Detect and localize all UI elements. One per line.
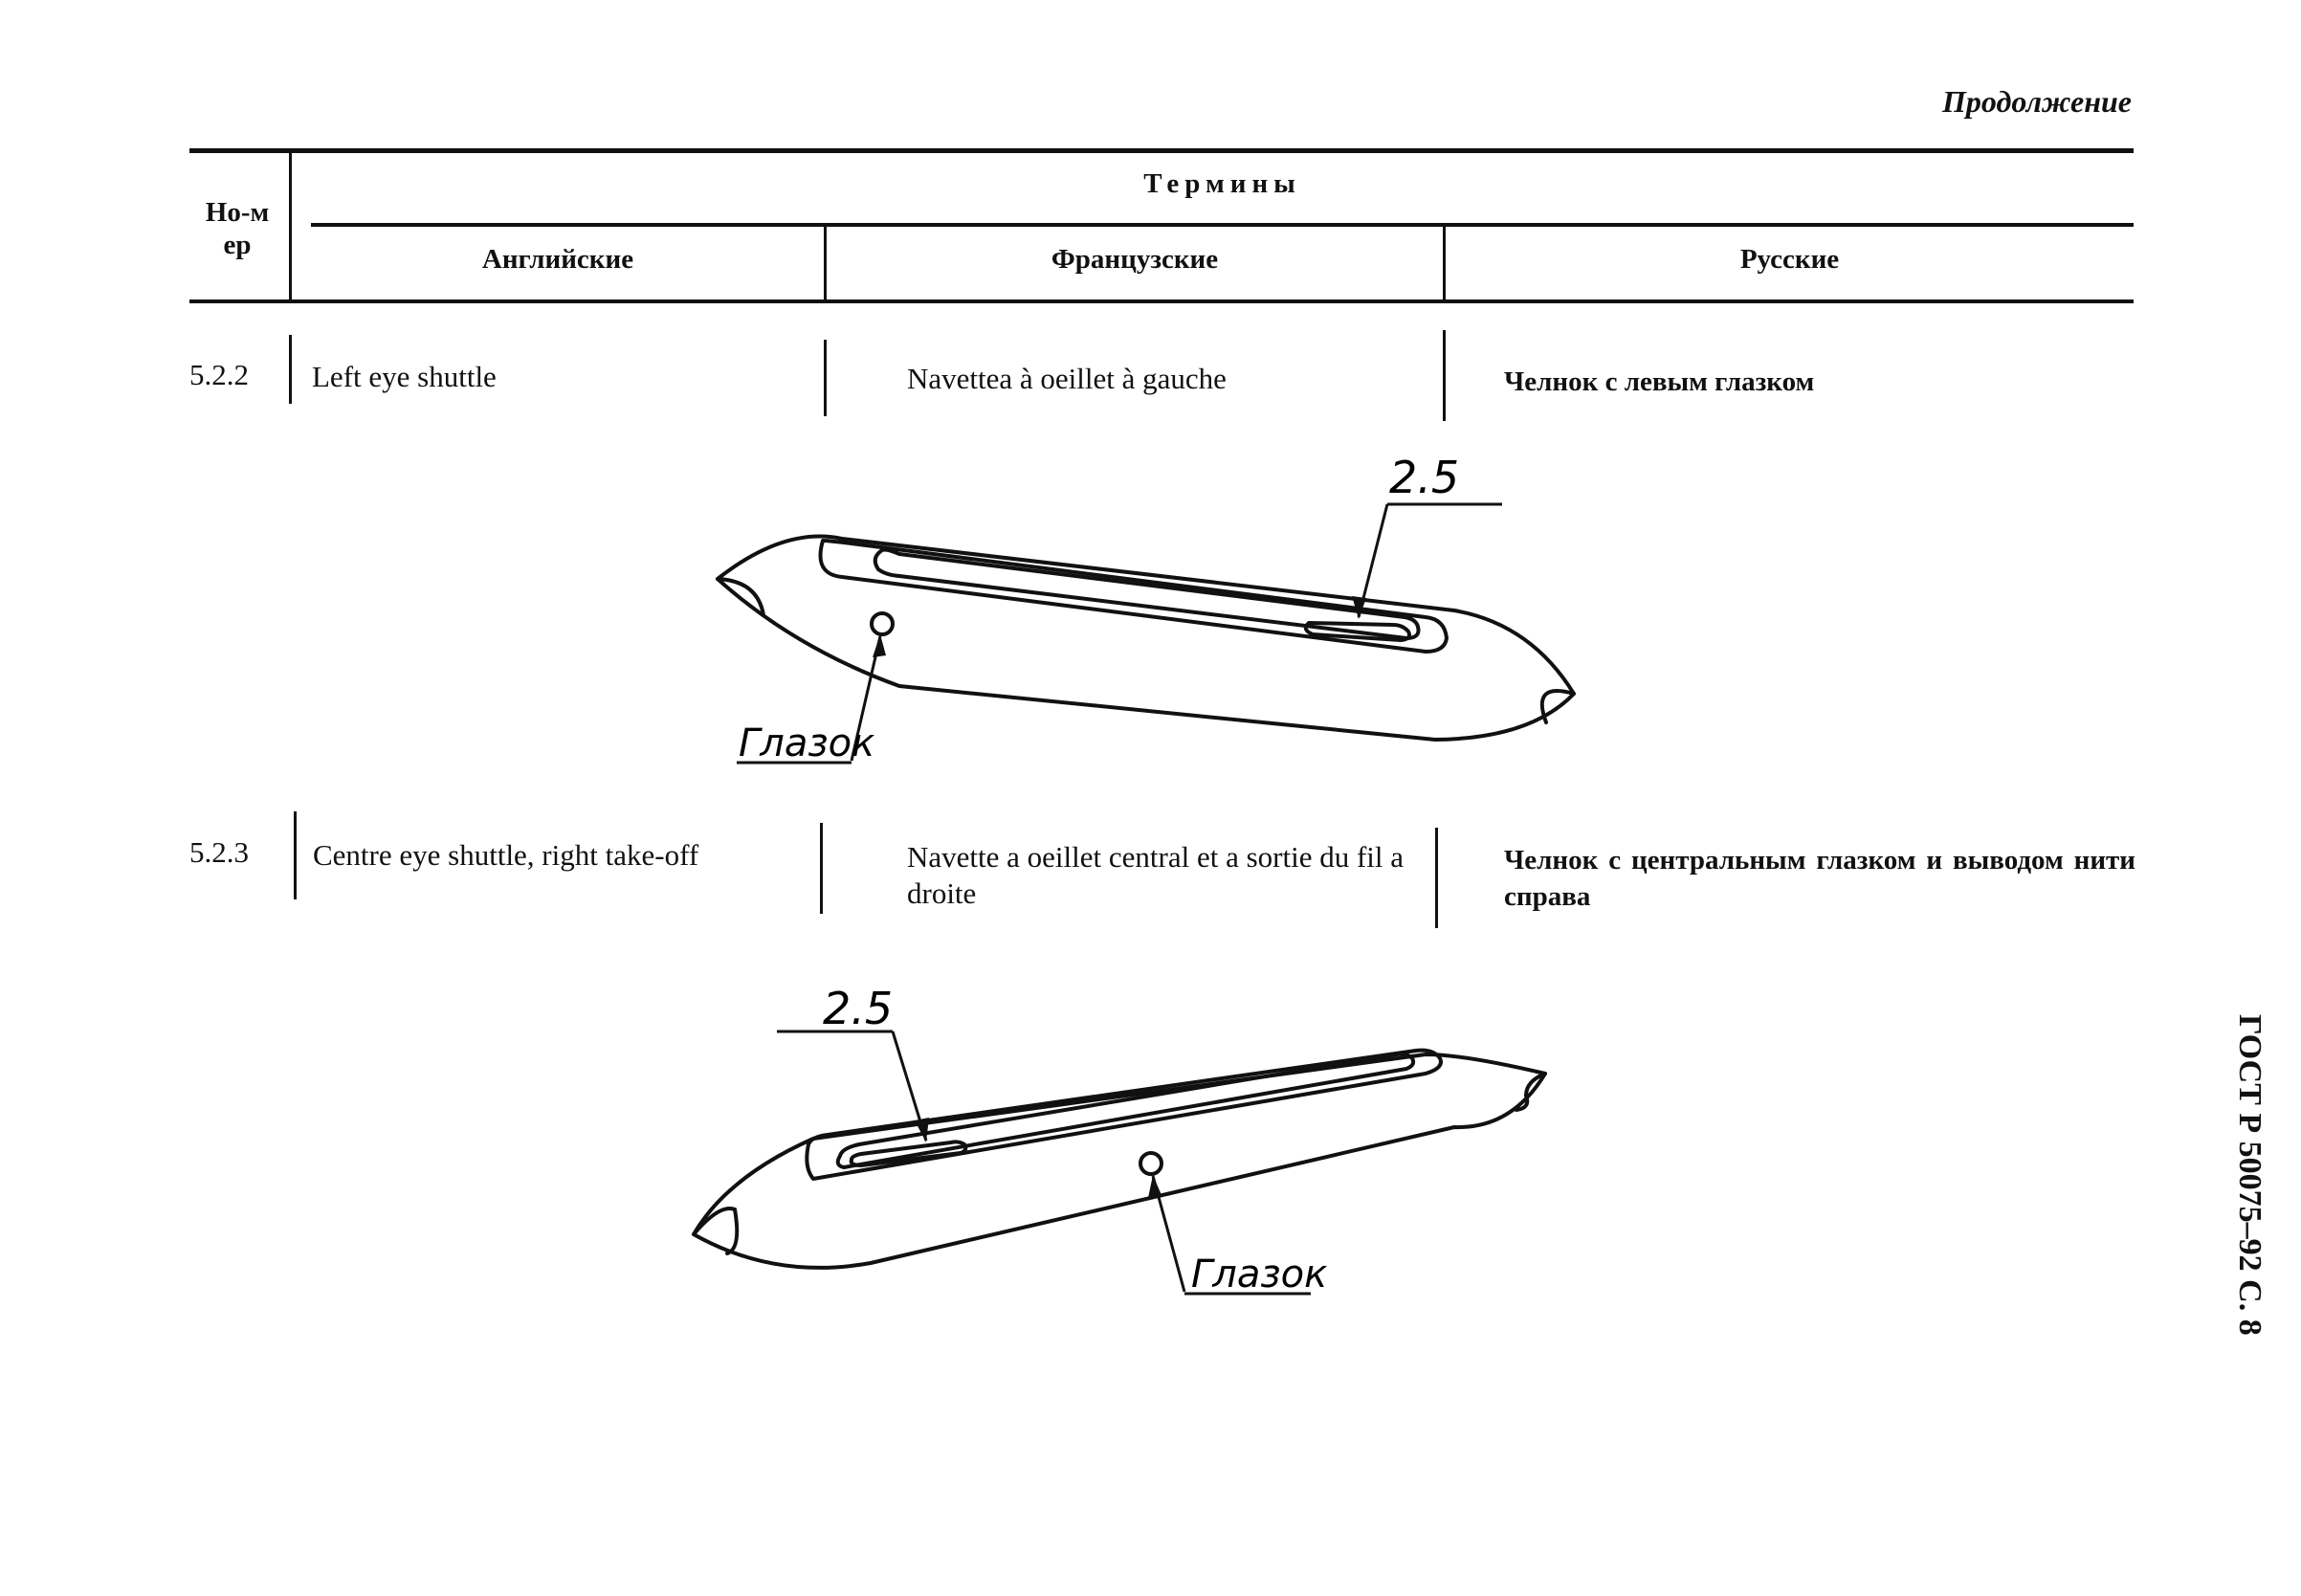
standard-page-label: ГОСТ Р 50075–92 С. 8 xyxy=(2232,1014,2268,1336)
shuttle-left-tip xyxy=(692,1207,737,1236)
english-french-divider xyxy=(824,225,827,303)
eye-label: Глазок xyxy=(1191,1252,1327,1297)
dimension-label: 2.5 xyxy=(823,983,893,1034)
shuttle-end-slot xyxy=(849,1140,968,1167)
continuation-label: Продолжение xyxy=(1942,84,2132,119)
shuttle-left-tip xyxy=(725,1208,740,1255)
shuttle-body xyxy=(692,1053,1547,1270)
terms-subrule xyxy=(311,223,2134,227)
shuttle-left-tip xyxy=(716,577,765,617)
dimension-arrowhead xyxy=(1352,596,1366,619)
shuttle-right-tip xyxy=(1524,1072,1547,1097)
russian-header: Русские xyxy=(1739,244,1840,275)
number-header: Но-мер xyxy=(189,196,285,261)
row-divider xyxy=(1443,330,1446,421)
shuttle-figure-left-eye: 2.5 Глазок xyxy=(716,452,1576,765)
row-russian: Челнок с центральным глазком и выводом н… xyxy=(1504,845,2135,912)
dimension-label: 2.5 xyxy=(1389,452,1459,503)
eye-arrowhead xyxy=(1148,1175,1162,1198)
row-number: 5.2.3 xyxy=(189,835,249,869)
shuttle-inner-slot xyxy=(835,1052,1416,1169)
eye-leader-line xyxy=(850,635,882,762)
shuttle-outer-slot xyxy=(818,539,1449,654)
terms-header: Термины xyxy=(1143,168,1301,199)
eye-label: Глазок xyxy=(739,721,874,765)
row-divider xyxy=(1435,828,1438,928)
number-column-divider xyxy=(289,153,292,303)
shuttle-end-slot xyxy=(1303,621,1411,642)
row-divider xyxy=(294,811,297,899)
row-number: 5.2.2 xyxy=(189,358,249,391)
eye-marker xyxy=(870,611,895,636)
row-russian: Челнок с левым глазком xyxy=(1504,366,1815,397)
number-header-label: Но-мер xyxy=(205,197,270,260)
dimension-arrowhead xyxy=(915,1118,929,1142)
row-english: Centre eye shuttle, right take-off xyxy=(313,838,699,872)
shuttle-right-tip xyxy=(1539,688,1576,724)
eye-marker xyxy=(1139,1151,1163,1176)
row-french: Navette a oeillet central et a sortie du… xyxy=(907,840,1405,910)
french-russian-divider xyxy=(1443,225,1446,303)
shuttle-right-tip xyxy=(1515,1094,1530,1112)
english-header: Английские xyxy=(481,244,634,275)
table-header-bottom-rule xyxy=(189,299,2134,303)
table-top-rule xyxy=(189,148,2134,153)
shuttle-outer-slot xyxy=(805,1048,1443,1181)
row-divider xyxy=(289,335,292,404)
row-french: Navettea à oeillet à gauche xyxy=(907,362,1227,395)
row-divider xyxy=(820,823,823,914)
row-english: Left eye shuttle xyxy=(312,360,497,393)
shuttle-inner-slot xyxy=(873,547,1421,640)
row-divider xyxy=(824,340,827,416)
eye-arrowhead xyxy=(873,634,886,657)
french-header: Французские xyxy=(1051,244,1219,275)
shuttle-figure-centre-eye: 2.5 Глазок xyxy=(692,983,1547,1297)
